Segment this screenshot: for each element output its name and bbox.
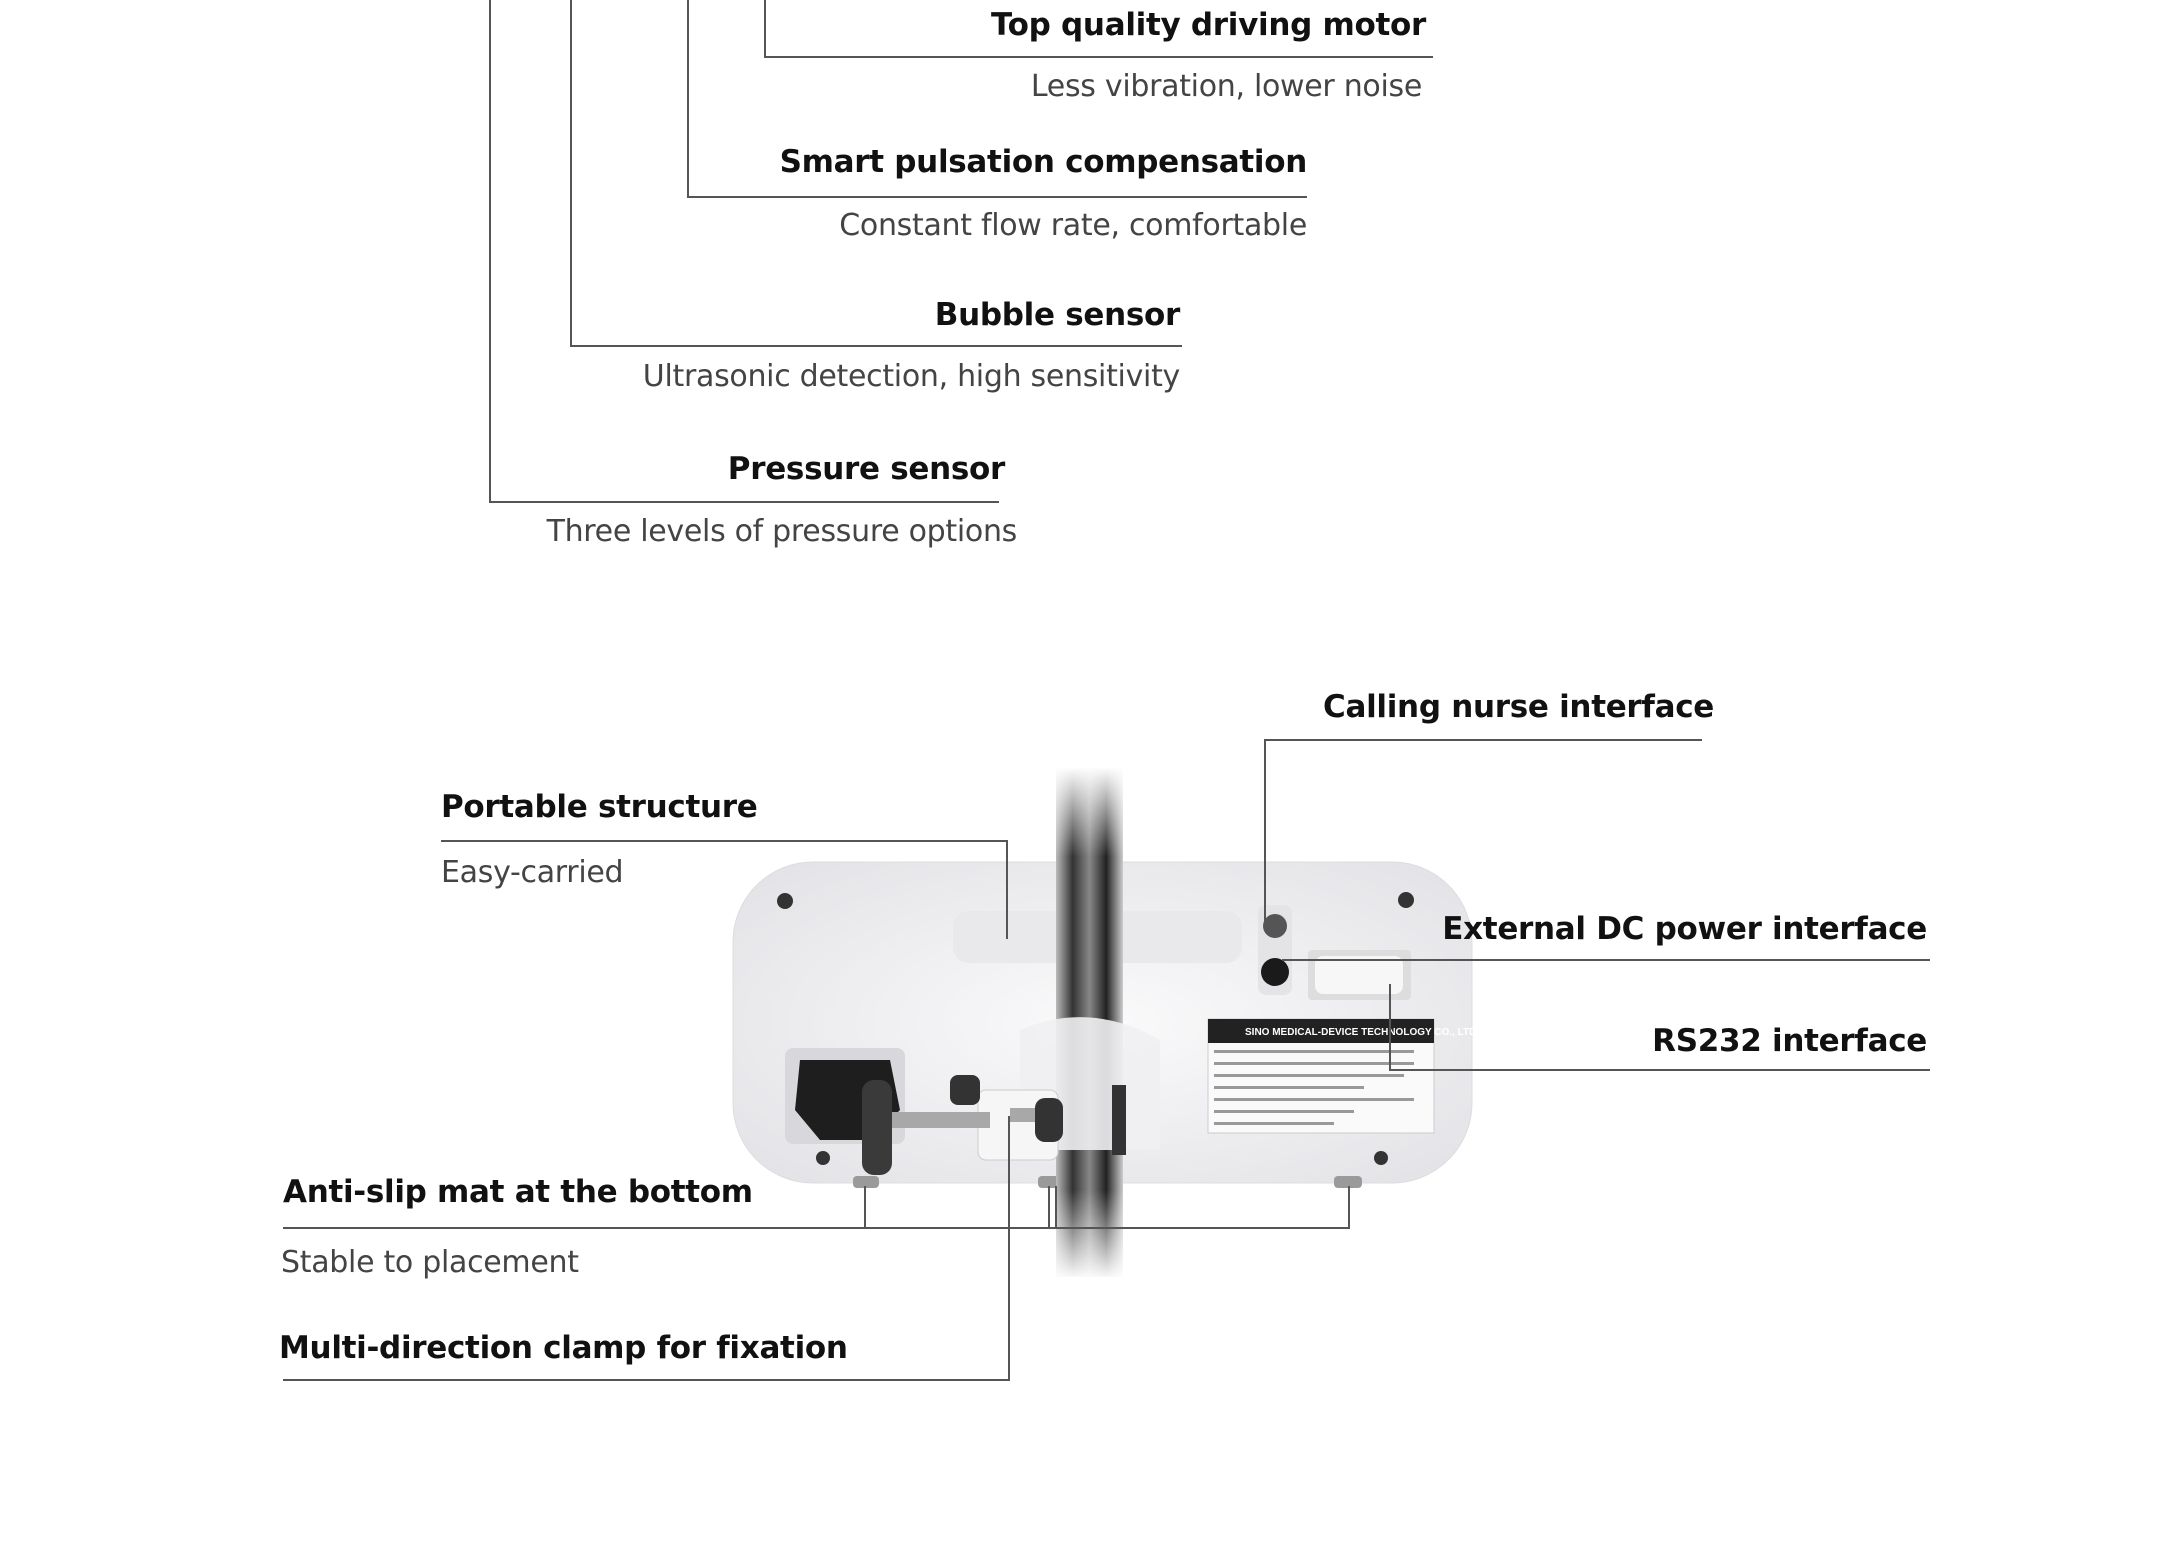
leader-line-dc-power	[1282, 959, 1930, 961]
feature-title-anti-slip: Anti-slip mat at the bottom	[283, 1174, 753, 1210]
leader-line-anti-slip	[1048, 1186, 1050, 1228]
feature-title-calling-nurse: Calling nurse interface	[1323, 689, 1715, 725]
leader-line-bubble	[570, 345, 1182, 347]
label-header: SINO MEDICAL-DEVICE TECHNOLOGY CO., LTD.	[1245, 1027, 1479, 1038]
leader-line-motor	[764, 56, 1433, 58]
leader-line-anti-slip	[283, 1227, 1350, 1229]
dc-power-port-icon	[1261, 958, 1289, 986]
leader-line-pulsation	[687, 0, 689, 198]
feature-title-rs232: RS232 interface	[1652, 1023, 1927, 1059]
leader-line-anti-slip	[1055, 1186, 1057, 1228]
feature-subtitle-motor: Less vibration, lower noise	[1030, 69, 1422, 104]
leader-line-clamp	[283, 1379, 1010, 1381]
leader-line-portable	[1006, 840, 1008, 939]
leader-line-clamp	[1008, 1116, 1010, 1381]
feature-title-dc-power: External DC power interface	[1442, 911, 1927, 947]
leader-line-bubble	[570, 0, 572, 347]
clamp	[862, 1017, 1160, 1175]
feature-subtitle-portable: Easy-carried	[441, 855, 624, 890]
feature-subtitle-bubble: Ultrasonic detection, high sensitivity	[642, 359, 1181, 394]
leader-line-motor	[764, 0, 766, 58]
nurse-call-port-icon	[1263, 914, 1287, 938]
leader-line-pressure	[489, 0, 491, 503]
feature-title-portable: Portable structure	[441, 789, 758, 825]
leader-line-anti-slip	[864, 1186, 866, 1228]
leader-line-calling-nurse	[1264, 739, 1266, 921]
feature-title-bubble: Bubble sensor	[934, 297, 1181, 333]
leader-line-portable	[441, 840, 1008, 842]
leader-line-anti-slip	[1348, 1186, 1350, 1228]
leader-line-rs232	[1389, 1069, 1930, 1071]
leader-line-pulsation	[687, 196, 1307, 198]
feature-subtitle-anti-slip: Stable to placement	[281, 1245, 579, 1280]
leader-line-calling-nurse	[1264, 739, 1702, 741]
feet	[853, 1176, 1362, 1188]
feature-title-clamp: Multi-direction clamp for fixation	[279, 1330, 848, 1366]
feature-title-motor: Top quality driving motor	[990, 7, 1426, 43]
rs232-port-cover	[1315, 956, 1403, 994]
feature-subtitle-pressure: Three levels of pressure options	[546, 514, 1018, 549]
feature-title-pressure: Pressure sensor	[727, 451, 1006, 487]
feature-subtitle-pulsation: Constant flow rate, comfortable	[839, 208, 1307, 243]
leader-line-pressure	[489, 501, 999, 503]
leader-line-rs232	[1389, 984, 1391, 1070]
feature-title-pulsation: Smart pulsation compensation	[779, 144, 1308, 180]
